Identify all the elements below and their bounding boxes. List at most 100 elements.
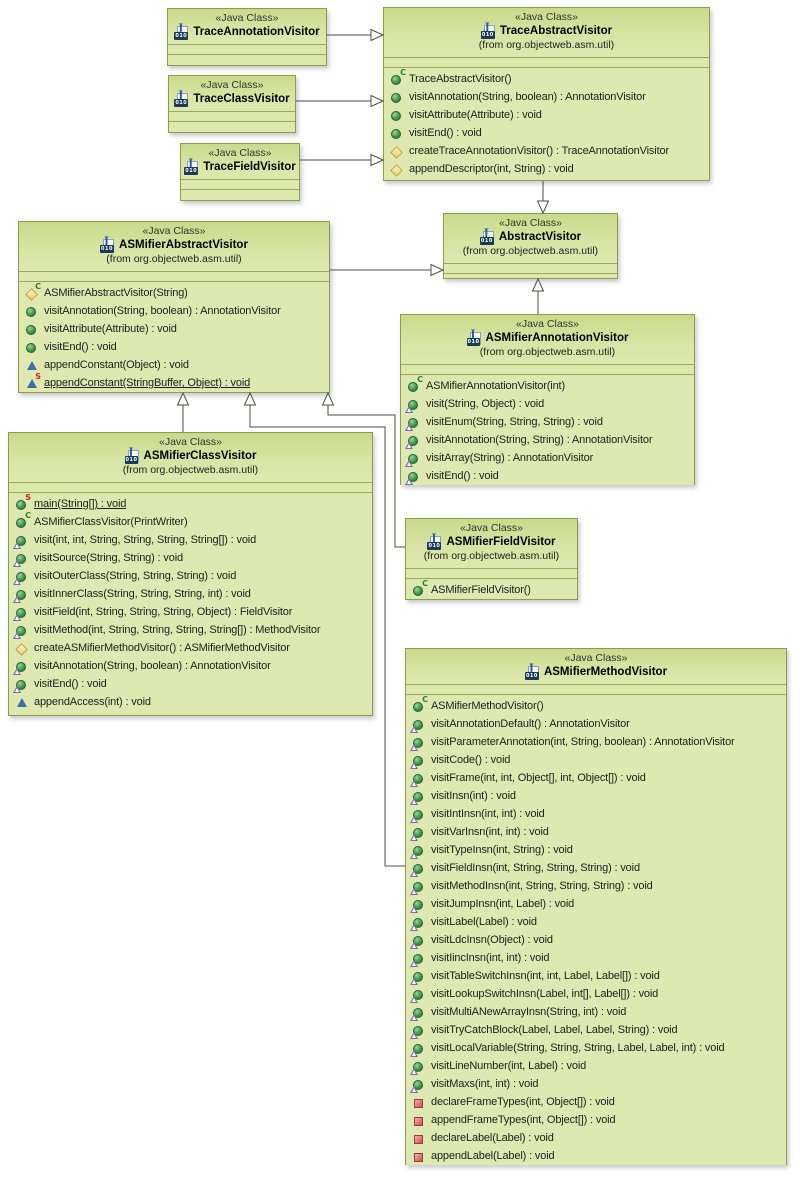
method-row[interactable]: visitMaxs(int, int) : void xyxy=(406,1075,786,1093)
method-row[interactable]: visitMethodInsn(int, String, String, Str… xyxy=(406,877,786,895)
override-marker-icon xyxy=(410,815,418,823)
method-row[interactable]: TraceAbstractVisitor() xyxy=(384,68,709,88)
method-row[interactable]: ASMifierMethodVisitor() xyxy=(406,695,786,715)
method-row[interactable]: declareFrameTypes(int, Object[]) : void xyxy=(406,1093,786,1111)
method-row[interactable]: visitFieldInsn(int, String, String, Stri… xyxy=(406,859,786,877)
method-row[interactable]: visitLabel(Label) : void xyxy=(406,913,786,931)
method-row[interactable]: appendLabel(Label) : void xyxy=(406,1147,786,1165)
method-row[interactable]: visitField(int, String, String, String, … xyxy=(9,603,372,621)
method-row[interactable]: visitAnnotation(String, boolean) : Annot… xyxy=(9,657,372,675)
method-row[interactable]: appendAccess(int) : void xyxy=(9,693,372,711)
method-row[interactable]: visitEnd() : void xyxy=(401,467,694,485)
method-label: visitAnnotation(String, String) : Annota… xyxy=(426,434,653,446)
method-row[interactable]: visitParameterAnnotation(int, String, bo… xyxy=(406,733,786,751)
public-ov-method-icon xyxy=(410,1006,426,1021)
stereotype: «Java Class» xyxy=(515,318,580,330)
method-row[interactable]: appendDescriptor(int, String) : void xyxy=(384,160,709,178)
stereotype: «Java Class» xyxy=(158,436,223,448)
method-label: ASMifierAnnotationVisitor(int) xyxy=(426,380,565,392)
method-row[interactable]: visitAnnotationDefault() : AnnotationVis… xyxy=(406,715,786,733)
method-row[interactable]: visitLineNumber(int, Label) : void xyxy=(406,1057,786,1075)
public-ov-method-icon xyxy=(410,988,426,1003)
method-row[interactable]: visitAttribute(Attribute) : void xyxy=(19,320,329,338)
method-row[interactable]: visitArray(String) : AnnotationVisitor xyxy=(401,449,694,467)
method-label: appendConstant(StringBuffer, Object) : v… xyxy=(44,377,251,389)
method-row[interactable]: visitAnnotation(String, boolean) : Annot… xyxy=(19,302,329,320)
method-row[interactable]: declareLabel(Label) : void xyxy=(406,1129,786,1147)
override-marker-icon xyxy=(13,595,21,603)
method-row[interactable]: visit(int, int, String, String, String, … xyxy=(9,531,372,549)
method-row[interactable]: appendConstant(Object) : void xyxy=(19,356,329,374)
method-row[interactable]: visitMultiANewArrayInsn(String, int) : v… xyxy=(406,1003,786,1021)
method-row[interactable]: visitLocalVariable(String, String, Strin… xyxy=(406,1039,786,1057)
method-row[interactable]: visitEnd() : void xyxy=(9,675,372,693)
fields-compartment xyxy=(169,111,295,122)
method-row[interactable]: visitInnerClass(String, String, String, … xyxy=(9,585,372,603)
method-row[interactable]: visitAttribute(Attribute) : void xyxy=(384,106,709,124)
method-row[interactable]: visitEnum(String, String, String) : void xyxy=(401,413,694,431)
method-row[interactable]: visitIincInsn(int, int) : void xyxy=(406,949,786,967)
override-marker-icon xyxy=(410,1085,418,1093)
method-label: visitAnnotation(String, boolean) : Annot… xyxy=(44,305,281,317)
method-row[interactable]: visitCode() : void xyxy=(406,751,786,769)
method-row[interactable]: ASMifierAbstractVisitor(String) xyxy=(19,282,329,302)
method-row[interactable]: visitTryCatchBlock(Label, Label, Label, … xyxy=(406,1021,786,1039)
public-ov-method-icon xyxy=(410,862,426,877)
methods-compartment: TraceAbstractVisitor()visitAnnotation(St… xyxy=(384,68,709,178)
method-row[interactable]: ASMifierFieldVisitor() xyxy=(406,579,577,599)
method-row[interactable]: visitEnd() : void xyxy=(19,338,329,356)
method-row[interactable]: visitVarInsn(int, int) : void xyxy=(406,823,786,841)
fields-compartment xyxy=(168,44,326,55)
method-row[interactable]: visitFrame(int, int, Object[], int, Obje… xyxy=(406,769,786,787)
method-label: appendDescriptor(int, String) : void xyxy=(409,163,574,175)
method-row[interactable]: visitMethod(int, String, String, String,… xyxy=(9,621,372,639)
public-ov-method-icon xyxy=(410,772,426,787)
override-marker-icon xyxy=(410,761,418,769)
method-row[interactable]: appendFrameTypes(int, Object[]) : void xyxy=(406,1111,786,1129)
method-row[interactable]: visitTableSwitchInsn(int, int, Label, La… xyxy=(406,967,786,985)
method-row[interactable]: visitAnnotation(String, boolean) : Annot… xyxy=(384,88,709,106)
stereotype: «Java Class» xyxy=(200,79,264,91)
method-row[interactable]: visitJumpInsn(int, Label) : void xyxy=(406,895,786,913)
method-label: visitMultiANewArrayInsn(String, int) : v… xyxy=(431,1006,627,1018)
method-row[interactable]: ASMifierAnnotationVisitor(int) xyxy=(401,375,694,395)
method-row[interactable]: appendConstant(StringBuffer, Object) : v… xyxy=(19,372,329,392)
fields-compartment xyxy=(9,482,372,493)
method-row[interactable]: visitAnnotation(String, String) : Annota… xyxy=(401,431,694,449)
method-row[interactable]: visitLdcInsn(Object) : void xyxy=(406,931,786,949)
method-row[interactable]: createASMifierMethodVisitor() : ASMifier… xyxy=(9,639,372,657)
public-ov-method-icon xyxy=(13,534,29,549)
method-row[interactable]: visitLookupSwitchInsn(Label, int[], Labe… xyxy=(406,985,786,1003)
method-row[interactable]: visitIntInsn(int, int) : void xyxy=(406,805,786,823)
method-row[interactable]: visitEnd() : void xyxy=(384,124,709,142)
method-row[interactable]: visitTypeInsn(int, String) : void xyxy=(406,841,786,859)
method-row[interactable]: createTraceAnnotationVisitor() : TraceAn… xyxy=(384,142,709,160)
method-row[interactable]: visit(String, Object) : void xyxy=(401,395,694,413)
public-ov-method-icon xyxy=(410,754,426,769)
method-row[interactable]: main(String[]) : void xyxy=(9,493,372,513)
pkg-s-method-icon xyxy=(25,372,41,390)
fields-compartment xyxy=(406,684,786,695)
method-row[interactable]: visitOuterClass(String, String, String) … xyxy=(9,567,372,585)
method-row[interactable]: visitInsn(int) : void xyxy=(406,787,786,805)
public-ov-method-icon xyxy=(13,552,29,567)
class-package: (from org.objectweb.asm.util) xyxy=(478,39,615,51)
methods-compartment xyxy=(169,122,295,124)
method-row[interactable]: visitSource(String, String) : void xyxy=(9,549,372,567)
method-row[interactable]: ASMifierClassVisitor(PrintWriter) xyxy=(9,511,372,531)
method-label: visitEnd() : void xyxy=(426,470,499,482)
